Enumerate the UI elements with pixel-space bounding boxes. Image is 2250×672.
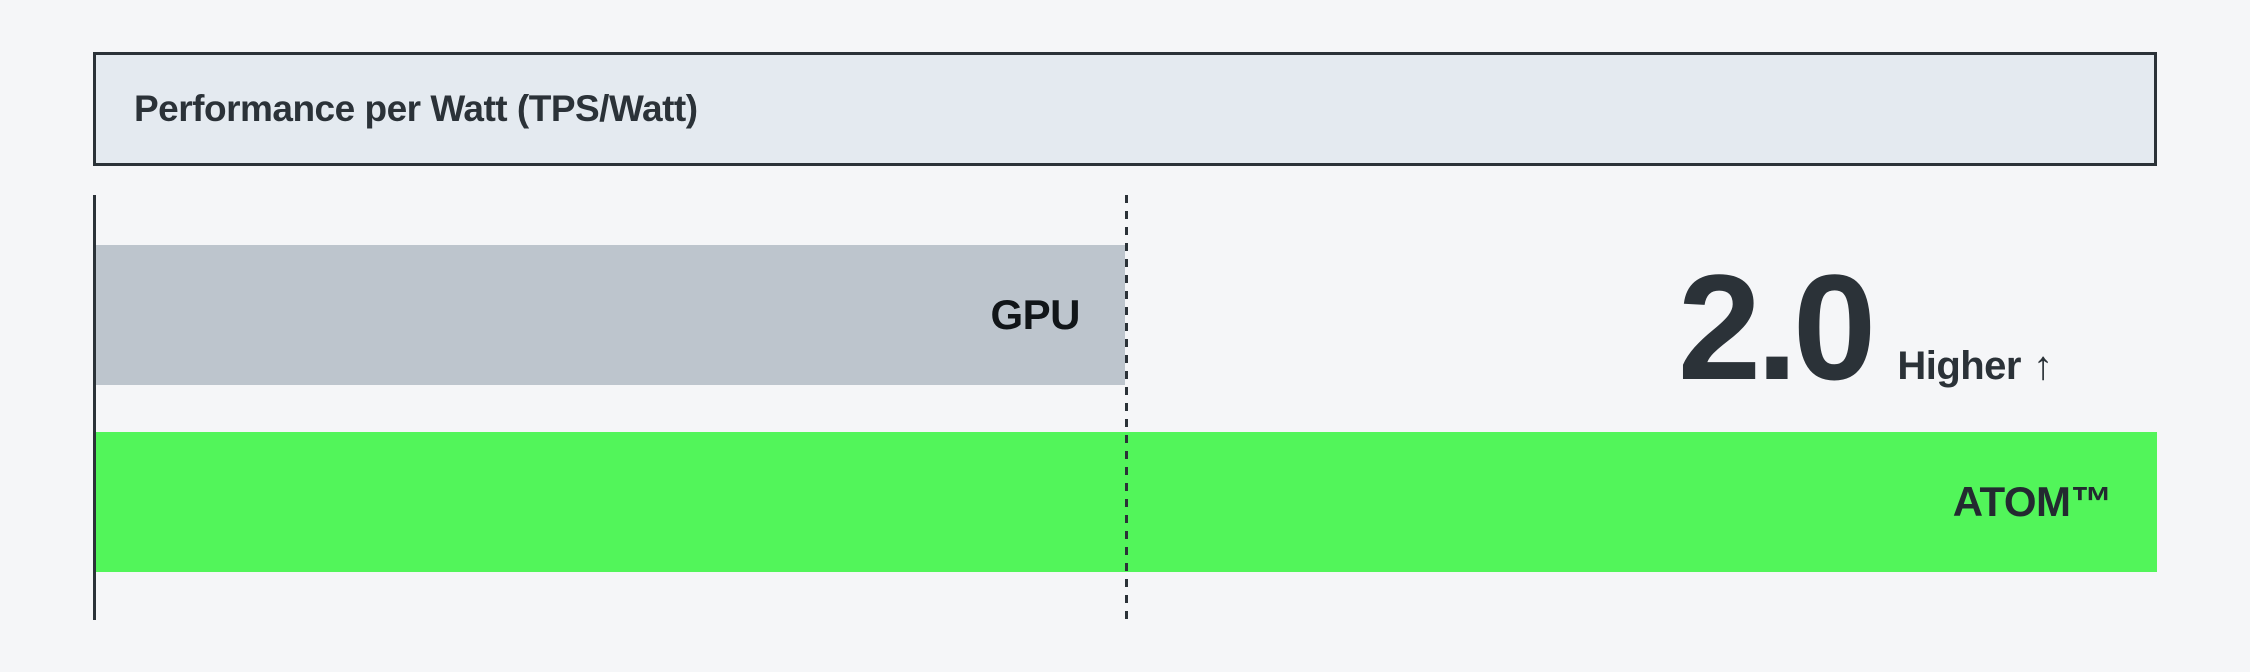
higher-label: Higher — [1897, 344, 2021, 388]
bar-label-atom: ATOM™ — [1952, 478, 2113, 525]
reference-dashed-line — [1125, 195, 1128, 620]
bar-gpu: GPU — [96, 245, 1125, 385]
chart-area: GPU ATOM™ 2.0 Higher ↑ — [93, 195, 2157, 620]
up-arrow-icon: ↑ — [2033, 344, 2053, 388]
chart-title: Performance per Watt (TPS/Watt) — [134, 88, 698, 129]
multiplier-value: 2.0 — [1677, 243, 1877, 411]
bar-label-gpu: GPU — [990, 291, 1080, 338]
multiplier-annotation: 2.0 Higher ↑ — [1678, 252, 2053, 402]
y-axis-line — [93, 195, 96, 620]
chart-title-box: Performance per Watt (TPS/Watt) — [93, 52, 2157, 166]
